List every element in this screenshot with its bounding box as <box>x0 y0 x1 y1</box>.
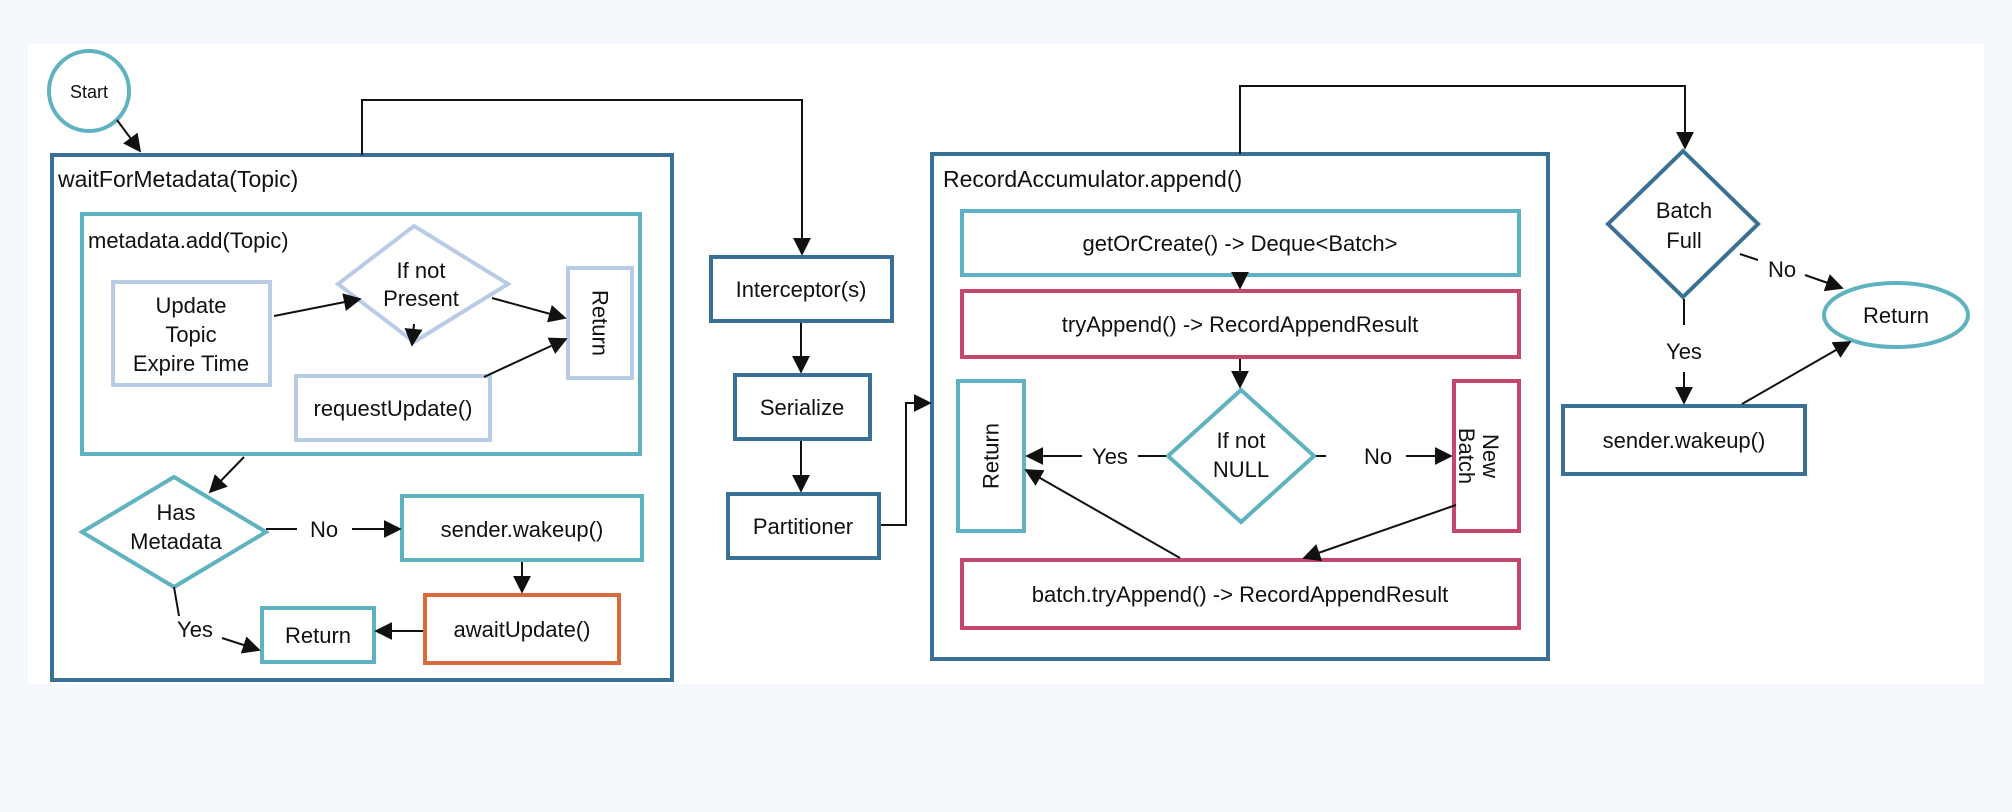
if-not-present-decision: If not Present <box>334 223 512 345</box>
batch-try-append-node: batch.tryAppend() -> RecordAppendResult <box>960 558 1521 630</box>
has-metadata-line-2: Metadata <box>130 529 222 554</box>
update-topic-line-3: Expire Time <box>133 351 249 376</box>
label-not-null-yes: Yes <box>1092 444 1128 469</box>
edge-metadata-add-to-has-metadata <box>208 456 245 494</box>
new-batch-line-2: Batch <box>1454 428 1479 484</box>
record-accumulator-title: RecordAccumulator.append() <box>943 166 1242 192</box>
if-not-null-line-2: NULL <box>1213 457 1269 482</box>
edge-if-present-to-request <box>404 323 423 347</box>
new-batch-node: New Batch <box>1452 379 1521 533</box>
get-or-create-node: getOrCreate() -> Deque<Batch> <box>960 209 1521 277</box>
edge-partitioner-to-accumulator <box>881 394 932 526</box>
edge-accumulator-to-batchfull <box>1239 85 1694 154</box>
interceptors-label: Interceptor(s) <box>736 277 867 302</box>
edge-batchtryappend-to-return <box>1024 469 1181 559</box>
serialize-label: Serialize <box>760 395 844 420</box>
has-metadata-line-1: Has <box>156 500 195 525</box>
label-batch-full-yes: Yes <box>1666 339 1702 364</box>
await-update-node: awaitUpdate() <box>423 593 621 665</box>
return-right-label: Return <box>1863 303 1929 328</box>
update-topic-node: Update Topic Expire Time <box>111 280 272 387</box>
edge-wakeup-to-return <box>1741 341 1852 405</box>
if-not-null-decision: If not NULL <box>1165 387 1317 525</box>
edge-newbatch-to-batchtryappend <box>1302 504 1457 562</box>
interceptors-node: Interceptor(s) <box>709 255 894 323</box>
request-update-node: requestUpdate() <box>294 374 492 442</box>
batch-full-line-1: Batch <box>1656 198 1712 223</box>
edge-request-to-return <box>483 337 568 378</box>
metadata-add-title: metadata.add(Topic) <box>88 228 289 253</box>
edge-wait-to-interceptors <box>361 99 811 256</box>
connectors <box>116 85 1852 654</box>
label-has-metadata-yes: Yes <box>177 617 213 642</box>
await-update-label: awaitUpdate() <box>454 617 591 642</box>
sender-wakeup-right-node: sender.wakeup() <box>1561 404 1807 476</box>
label-has-metadata-no: No <box>310 517 338 542</box>
batch-try-append-label: batch.tryAppend() -> RecordAppendResult <box>1032 582 1448 607</box>
batch-full-line-2: Full <box>1666 228 1701 253</box>
label-batch-full-no: No <box>1768 257 1796 282</box>
edge-has-metadata-yes-1 <box>173 586 180 617</box>
if-not-present-line-1: If not <box>397 258 446 283</box>
partitioner-label: Partitioner <box>753 514 853 539</box>
get-or-create-label: getOrCreate() -> Deque<Batch> <box>1083 231 1398 256</box>
edge-update-to-if-present <box>273 293 362 317</box>
return-right-node: Return <box>1822 281 1970 349</box>
request-update-label: requestUpdate() <box>314 396 473 421</box>
return-left-node: Return <box>260 606 376 664</box>
sender-wakeup-left-node: sender.wakeup() <box>400 494 644 562</box>
try-append-label: tryAppend() -> RecordAppendResult <box>1062 312 1418 337</box>
return-inner-label: Return <box>588 290 613 356</box>
wait-for-metadata-title: waitForMetadata(Topic) <box>57 166 298 192</box>
sender-wakeup-right-label: sender.wakeup() <box>1603 428 1766 453</box>
label-not-null-no: No <box>1364 444 1392 469</box>
return-mid-node: Return <box>956 379 1026 533</box>
return-left-label: Return <box>285 623 351 648</box>
if-not-null-line-1: If not <box>1217 428 1266 453</box>
edge-start-to-wait <box>116 119 142 153</box>
update-topic-line-2: Topic <box>165 322 216 347</box>
serialize-node: Serialize <box>733 373 872 441</box>
new-batch-line-1: New <box>1478 434 1503 478</box>
return-mid-label: Return <box>979 423 1004 489</box>
metadata-add-container: metadata.add(Topic) <box>80 212 642 456</box>
try-append-node: tryAppend() -> RecordAppendResult <box>960 289 1521 359</box>
if-not-present-line-2: Present <box>383 286 459 311</box>
return-inner-node: Return <box>566 266 634 380</box>
start-node: Start <box>47 49 131 133</box>
update-topic-line-1: Update <box>156 293 227 318</box>
batch-full-decision: Batch Full <box>1605 148 1761 300</box>
edge-batchfull-no-2 <box>1804 274 1844 292</box>
partitioner-node: Partitioner <box>726 492 881 560</box>
sender-wakeup-left-label: sender.wakeup() <box>441 517 604 542</box>
edge-if-present-to-return <box>491 297 567 323</box>
edge-batchfull-no-1 <box>1739 253 1759 261</box>
start-label: Start <box>70 82 108 102</box>
edge-has-metadata-yes-2 <box>221 636 261 654</box>
